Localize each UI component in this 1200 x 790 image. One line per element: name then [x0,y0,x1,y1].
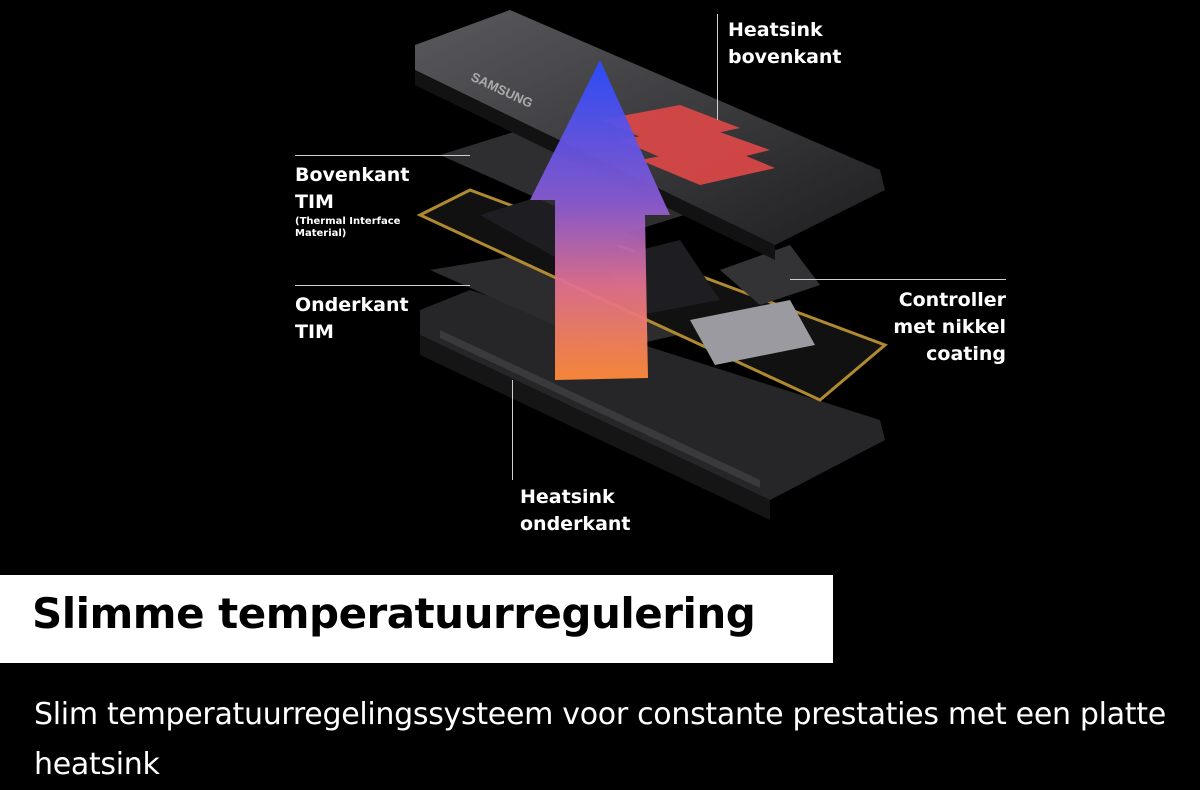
callout-line-heatsink-top [717,14,718,120]
callout-line-controller [790,279,1006,280]
tim-controller [720,245,820,305]
feature-description: Slim temperatuurregelingssysteem voor co… [34,697,1166,782]
ssd-exploded-diagram: SAMSUNG [415,10,888,520]
feature-title-box: Slimme temperatuurregulering [0,575,833,663]
heat-fins [600,105,775,185]
callout-line-tim-bottom [295,285,470,286]
heatsink-bottom [420,290,885,520]
callout-line-tim-top [295,155,470,156]
callout-line-heatsink-bottom [512,380,513,480]
heat-flow-arrow [530,60,670,380]
controller-chip [690,300,815,365]
feature-title: Slimme temperatuurregulering [32,589,756,638]
